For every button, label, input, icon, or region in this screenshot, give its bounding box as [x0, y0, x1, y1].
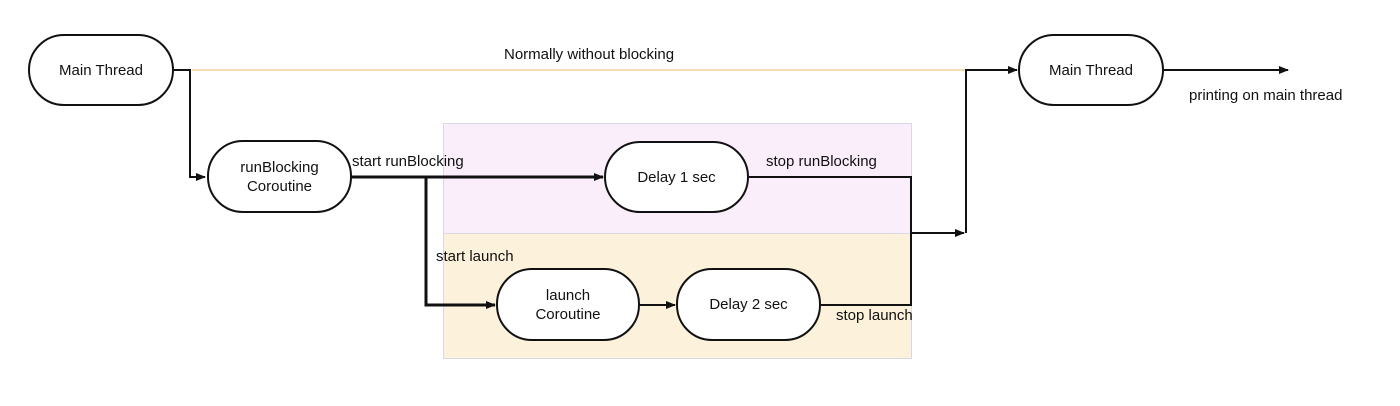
node-label: Delay 2 sec — [709, 296, 788, 313]
node-label: Main Thread — [1049, 61, 1133, 79]
node-label-line-1: launch — [545, 286, 591, 304]
delay1-stop-line — [749, 176, 912, 233]
runblocking-coroutine-node: runBlocking Coroutine — [207, 140, 352, 213]
printing-on-main-thread-label: printing on main thread — [1189, 87, 1343, 104]
delay-1-sec-node: Delay 1 sec — [604, 141, 749, 213]
stop-launch-label: stop launch — [836, 307, 913, 324]
normally-without-blocking-label: Normally without blocking — [504, 46, 675, 63]
delay2-stop-line — [821, 233, 912, 306]
stop-runblocking-label: stop runBlocking — [766, 153, 877, 170]
start-runblocking-label: start runBlocking — [352, 153, 464, 170]
main-to-runblocking-arrow — [174, 69, 206, 181]
node-label-line-2: Coroutine — [535, 305, 601, 323]
main-thread-start-node: Main Thread — [28, 34, 174, 106]
start-launch-label: start launch — [436, 248, 514, 265]
node-label: Main Thread — [59, 61, 143, 79]
launch-coroutine-node: launch Coroutine — [496, 268, 640, 341]
node-label-line-1: runBlocking — [240, 158, 319, 176]
to-main-thread-arrow — [965, 66, 1018, 233]
runblocking-to-launch-arrow — [424, 177, 496, 309]
delay-2-sec-node: Delay 2 sec — [676, 268, 821, 341]
node-label-line-2: Coroutine — [246, 177, 313, 195]
main-thread-end-node: Main Thread — [1018, 34, 1164, 106]
node-label: Delay 1 sec — [637, 168, 716, 186]
